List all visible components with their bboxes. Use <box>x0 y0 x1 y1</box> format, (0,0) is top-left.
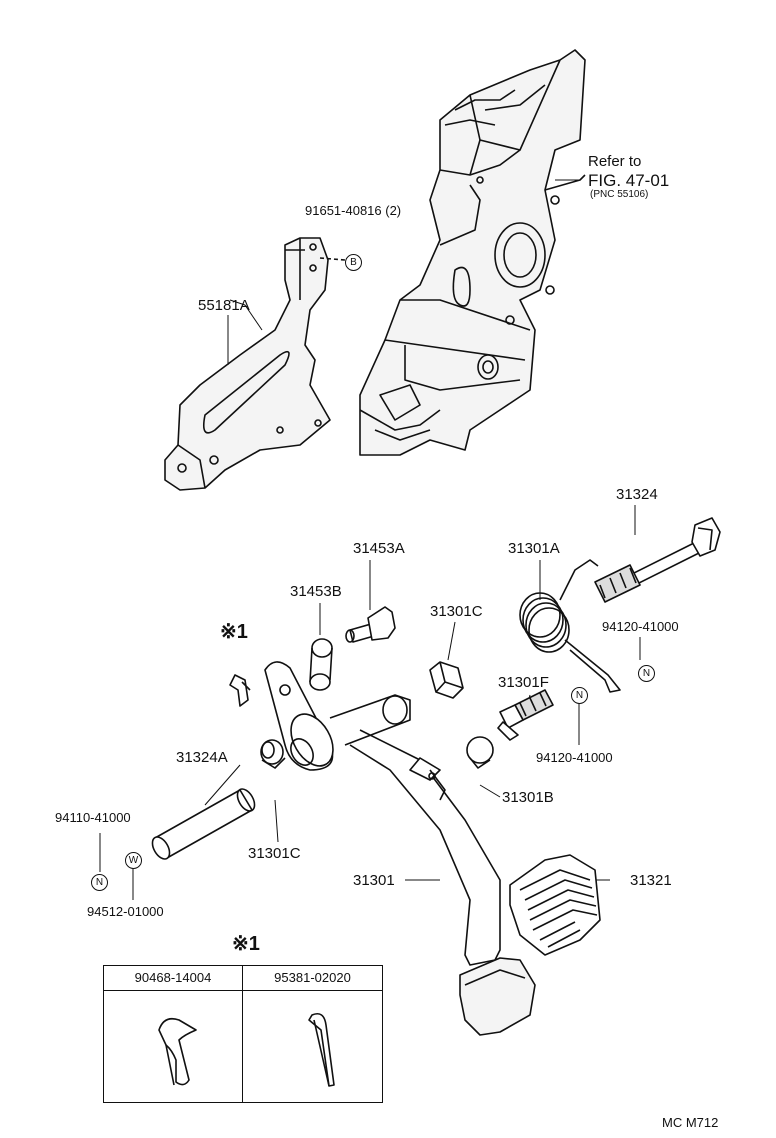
pedal-arm-31301 <box>264 661 536 1036</box>
pnc-reference: (PNC 55106) <box>590 189 649 200</box>
label-washer: 94512-01000 <box>87 904 164 919</box>
label-cushion: 31301B <box>502 789 554 806</box>
spring-31301a <box>519 559 621 693</box>
stopper-bolt-31301f <box>497 689 554 741</box>
n-symbol-top: N <box>638 665 655 682</box>
label-nut-top: 94120-41000 <box>602 619 679 634</box>
pin-shaft-31324a <box>151 788 256 860</box>
pedal-bracket-assembly <box>359 49 586 456</box>
label-nut-bottom: 94110-41000 <box>55 810 131 825</box>
label-bolt-b: 91651-40816 (2) <box>305 203 402 218</box>
label-stopper-bolt: 31301F <box>498 674 549 691</box>
label-nut-mid: 94120-41000 <box>536 750 613 765</box>
label-bolt-pin: 31453A <box>353 540 405 557</box>
footer-code: MC M712 <box>662 1115 719 1130</box>
clip-90468-drawing <box>158 1017 197 1086</box>
figure-reference: FIG. 47-01 <box>588 171 670 190</box>
b-symbol: B <box>345 254 362 271</box>
label-bracket: 55181A <box>198 297 250 314</box>
table-column-2: 95381-02020 <box>243 966 382 1102</box>
bushing-31301c-bottom <box>260 739 286 769</box>
label-bushing-c-top: 31301C <box>430 603 483 620</box>
cushion-31301b <box>466 736 494 769</box>
label-pad: 31321 <box>630 872 672 889</box>
label-pin-shaft: 31324A <box>176 749 228 766</box>
label-pedal: 31301 <box>353 872 395 889</box>
bracket-55181a <box>164 237 346 491</box>
label-spring: 31301A <box>508 540 560 557</box>
table-header-2: 95381-02020 <box>243 966 382 991</box>
bushing-31301c-top <box>429 661 464 699</box>
label-collar: 31453B <box>290 583 342 600</box>
label-bushing-c-bottom: 31301C <box>248 845 301 862</box>
collar-31453b <box>309 638 333 691</box>
table-column-1: 90468-14004 <box>104 966 243 1102</box>
table-mark-label: ※1 <box>232 933 260 955</box>
refer-label: Refer to <box>588 153 642 170</box>
bolt-31453a <box>345 606 396 643</box>
w-symbol: W <box>125 852 142 869</box>
clip-part <box>229 674 251 707</box>
table-drawings <box>158 1012 335 1087</box>
n-symbol-bottom: N <box>91 874 108 891</box>
pedal-pad-31321 <box>509 854 601 956</box>
table-header-1: 90468-14004 <box>104 966 242 991</box>
label-bolt-long: 31324 <box>616 486 658 503</box>
cotter-pin-95381-drawing <box>308 1012 335 1087</box>
bolt-31324 <box>594 517 721 603</box>
clip-variants-table: 90468-14004 95381-02020 <box>103 965 383 1103</box>
clip-mark-label: ※1 <box>220 621 248 643</box>
n-symbol-mid: N <box>571 687 588 704</box>
